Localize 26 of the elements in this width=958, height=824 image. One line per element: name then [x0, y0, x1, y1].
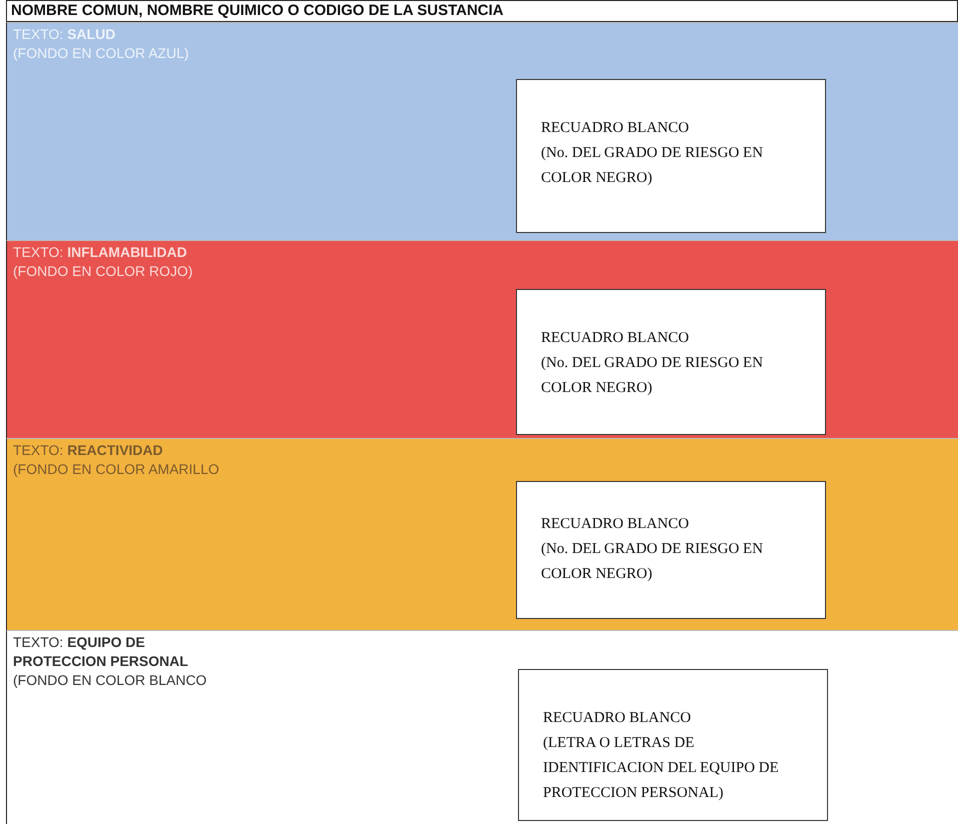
band-heading: TEXTO: INFLAMABILIDAD: [13, 243, 188, 262]
hazard-band: [6, 22, 958, 240]
box-heading: RECUADRO BLANCO: [541, 329, 690, 348]
rating-box: [516, 79, 826, 233]
box-text: (No. DEL GRADO DE RIESGO EN COLOR NEGRO): [541, 144, 764, 188]
rating-box: [518, 669, 828, 821]
box-text: (No. DEL GRADO DE RIESGO EN COLOR NEGRO): [541, 354, 764, 398]
band-heading: TEXTO: REACTIVIDAD: [13, 441, 164, 460]
band-note: (FONDO EN COLOR BLANCO: [13, 671, 208, 690]
header-bar: [6, 0, 958, 22]
box-text: (LETRA O LETRAS DE IDENTIFICACION DEL EQUIPO DE PROTECCION PERSONAL): [543, 734, 780, 803]
hazard-band: [6, 438, 958, 630]
hazard-band: [6, 240, 958, 438]
rating-box: [516, 481, 826, 619]
hazard-band: [6, 630, 958, 824]
box-heading: RECUADRO BLANCO: [541, 119, 690, 138]
box-heading: RECUADRO BLANCO: [541, 515, 690, 534]
band-note: (FONDO EN COLOR AMARILLO: [13, 460, 220, 479]
band-heading: TEXTO: SALUD: [13, 25, 116, 44]
band-note: (FONDO EN COLOR ROJO): [13, 262, 194, 281]
band-heading: TEXTO: EQUIPO DE PROTECCION PERSONAL: [13, 633, 190, 671]
box-heading: RECUADRO BLANCO: [543, 709, 692, 728]
box-text: (No. DEL GRADO DE RIESGO EN COLOR NEGRO): [541, 540, 764, 584]
band-note: (FONDO EN COLOR AZUL): [13, 44, 190, 63]
header-text: NOMBRE COMUN, NOMBRE QUIMICO O CODIGO DE LA SUSTANCIA: [11, 2, 504, 19]
rating-box: [516, 289, 826, 435]
